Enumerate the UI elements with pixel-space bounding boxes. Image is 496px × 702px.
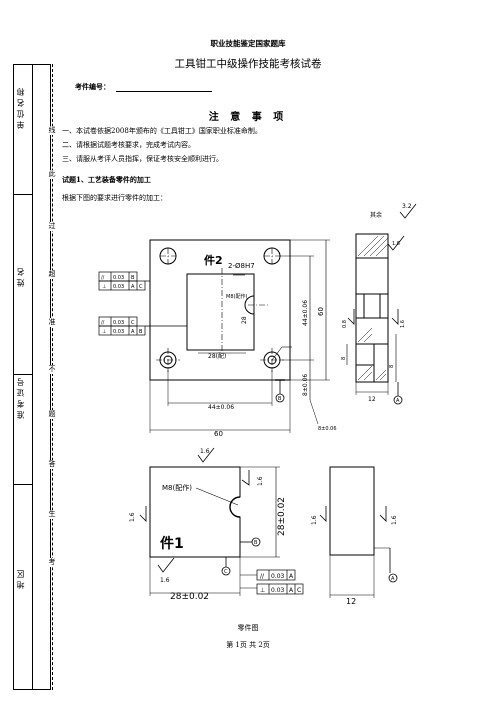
dim-28-top: 28 [241, 316, 248, 324]
dim-44-horiz: 44±0.06 [208, 404, 234, 411]
page-title: 工具钳工中级操作技能考核试卷 [174, 58, 322, 70]
roughness-16: 1.6 [160, 577, 170, 584]
sidebar-field-unit: 单位名称 [14, 65, 32, 195]
thread-note-bottom: M8(配作) [162, 483, 192, 492]
exam-no-field[interactable] [116, 91, 212, 92]
seal-line [52, 64, 53, 690]
exam-no-label: 考件编号： [75, 82, 110, 91]
binding-strip: 单位名称 姓名 准考证号 地区 [13, 64, 51, 690]
page-supertitle: 职业技能鉴定国家题库 [210, 39, 286, 48]
notice-item: 二、请根据试题考核要求，完成考试内容。 [62, 141, 195, 149]
roughness-16: 1.6 [129, 512, 136, 522]
seal-char: 生 [48, 510, 56, 519]
dim-60-vert: 60 [317, 307, 325, 316]
part2-side-view [355, 233, 389, 383]
tol-value: 0.03 [113, 284, 124, 290]
tol-value: 0.03 [113, 275, 124, 281]
tol-datum: B [131, 275, 135, 281]
tol-datum: A [131, 284, 135, 290]
seal-char: 准 [48, 318, 56, 327]
tol-datum: A [289, 587, 294, 594]
dim-28-part1-horiz: 28±0.02 [170, 592, 209, 602]
tol-datum: A [289, 573, 294, 580]
sidebar-field-name: 姓名 [14, 225, 32, 375]
drawing-caption: 零件图 [237, 624, 259, 632]
roughness-16: 1.6 [200, 448, 210, 455]
holes-note: 2-Ø8H7 [228, 262, 255, 270]
part2-outline [149, 239, 291, 381]
roughness-16: 1.6 [257, 476, 264, 486]
tol-value: 0.03 [271, 587, 285, 594]
page-number: 第 1页 共 2页 [226, 641, 270, 649]
task-intro: 根据下图的要求进行零件的加工： [62, 194, 167, 202]
dim-8-vert: 8±0.06 [302, 374, 309, 396]
notice-item: 一、本试卷依据2008年颁布的《工具钳工》国家职业标准命制。 [62, 127, 262, 135]
seal-char: 不 [48, 365, 56, 374]
sidebar-divider [32, 65, 33, 689]
dim-28-part1-vert: 28±0.02 [277, 497, 287, 536]
roughness-16: 1.6 [391, 515, 398, 525]
tol-symbol: // [101, 320, 105, 326]
datum-c-letter: C [224, 569, 228, 575]
tol-datum: C [139, 284, 143, 290]
tol-symbol: ⊥ [102, 284, 106, 290]
tol-datum: B [139, 329, 143, 335]
tol-datum: A [131, 329, 135, 335]
seal-char: 题 [48, 410, 56, 419]
dim-44-vert: 44±0.06 [302, 300, 309, 326]
sidebar-field-ticket: 准考证号 [14, 365, 32, 485]
dim-8-side: 8 [389, 365, 395, 368]
tol-datum: C [297, 587, 301, 594]
datum-a-letter: A [391, 576, 395, 582]
tol-value: 0.03 [271, 573, 285, 580]
tol-value: 0.03 [113, 329, 124, 335]
seal-char: 线 [48, 126, 56, 135]
notice-item: 三、请服从考评人员指挥，保证考核安全顺利进行。 [62, 155, 223, 163]
tol-value: 0.03 [113, 320, 124, 326]
task-title: 试题1、工艺装备零件的加工 [62, 175, 151, 184]
part2-pocket [186, 273, 255, 351]
dim-8-side2: 8 [341, 357, 347, 360]
seal-char: 超 [48, 270, 56, 279]
notice-heading: 注 意 事 项 [208, 112, 288, 123]
tol-symbol: ⊥ [260, 587, 265, 594]
part1-side-view [329, 466, 375, 556]
seal-char: 答 [48, 460, 56, 469]
seal-char: 此 [48, 170, 56, 179]
roughness-16: 1.6 [311, 515, 318, 525]
part1-label: 件1 [160, 535, 184, 552]
roughness-32: 3.2 [402, 203, 412, 210]
part2-thread-arc [244, 295, 255, 315]
part2-label: 件2 [204, 253, 223, 267]
datum-a-letter: A [396, 398, 400, 404]
dim-8-diag: 8±0.06 [318, 426, 337, 432]
roughness-16: 1.6 [392, 241, 400, 247]
seal-char: 考 [48, 558, 56, 567]
tol-symbol: // [101, 275, 105, 281]
dim-12-side-bottom: 12 [346, 597, 356, 606]
tol-symbol: // [260, 573, 265, 580]
dim-28-bottom: 28(配) [208, 353, 226, 360]
tol-datum: C [131, 320, 135, 326]
datum-b-letter: B [278, 396, 282, 402]
seal-char: 过 [48, 222, 56, 231]
roughness-16: 1.6 [400, 320, 406, 328]
roughness-08: 0.8 [342, 320, 348, 328]
thread-note-top: M8(配作) [226, 293, 247, 300]
datum-b-letter: B [254, 540, 258, 546]
dim-12-side-top: 12 [368, 396, 376, 403]
roughness-general: 其余 [370, 211, 382, 219]
dim-60-horiz: 60 [214, 430, 223, 438]
tol-symbol: ⊥ [102, 329, 106, 335]
